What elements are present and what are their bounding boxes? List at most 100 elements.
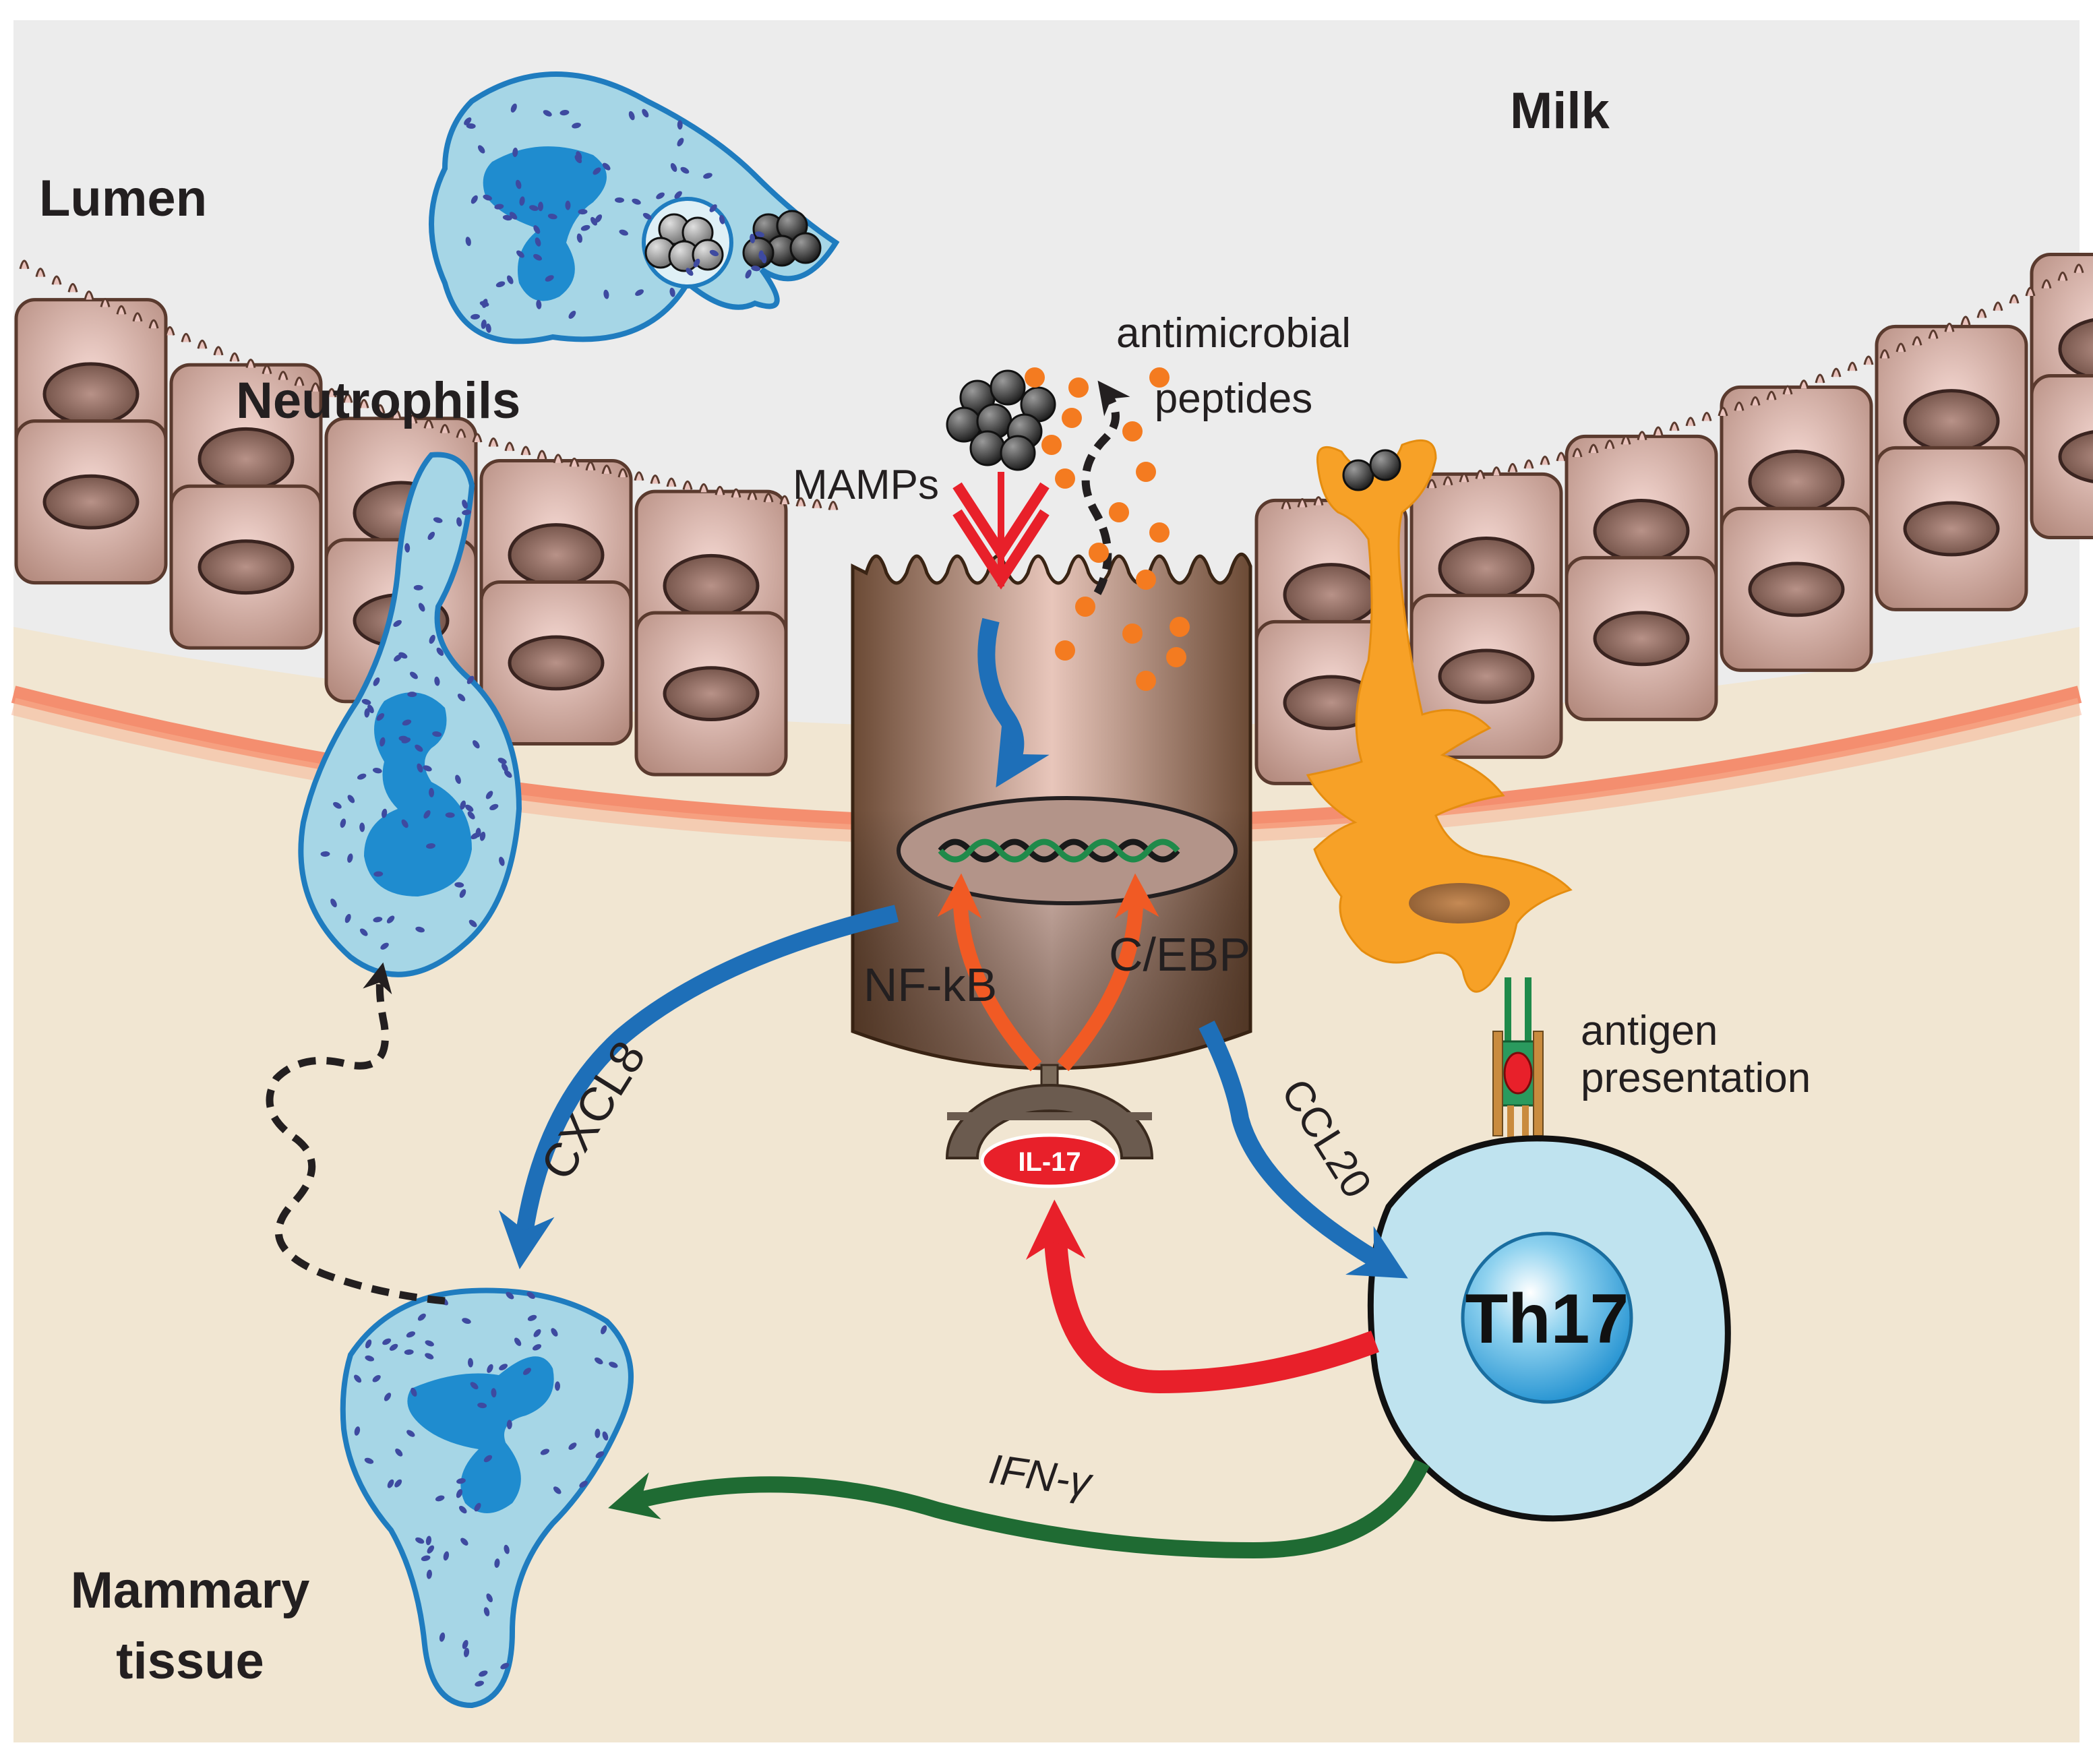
granule [601, 1325, 607, 1335]
epithelial-nucleus [508, 523, 605, 587]
granule [516, 250, 524, 258]
granule [677, 138, 684, 147]
granule [594, 1357, 603, 1365]
granule [474, 1502, 481, 1512]
peptide-dot [1170, 617, 1190, 637]
granule [384, 1393, 392, 1401]
granule [536, 299, 542, 309]
granule [466, 675, 475, 684]
granule [467, 1358, 474, 1368]
granule [462, 499, 468, 509]
granule [462, 510, 472, 516]
granule [507, 275, 514, 284]
granule [413, 584, 423, 590]
granule [483, 1455, 493, 1463]
milk-label: Milk [1510, 82, 1610, 140]
granule [495, 281, 506, 288]
peptide-dot [1025, 367, 1045, 388]
granule [432, 731, 442, 737]
granule [750, 233, 756, 243]
granule [485, 791, 493, 799]
epithelial-nucleus [1283, 563, 1380, 627]
granule [595, 1428, 601, 1438]
granule [427, 1545, 435, 1554]
signal-arrow [977, 617, 1050, 788]
granule [686, 268, 694, 276]
bacterium [742, 237, 775, 269]
peptide-dot [1055, 468, 1075, 489]
granule [537, 202, 543, 212]
granule [455, 774, 461, 784]
granule [527, 1314, 537, 1321]
granule [553, 1486, 562, 1494]
granule [501, 763, 508, 772]
granule [354, 1374, 362, 1383]
peptide-dot [1136, 570, 1156, 590]
granule [514, 1337, 522, 1346]
granule [632, 198, 641, 205]
migration-path [266, 962, 446, 1305]
granule [479, 1670, 488, 1677]
epithelial-layer [14, 253, 2093, 785]
granule [410, 671, 418, 679]
granule [458, 1505, 467, 1514]
neutrophil-granules [320, 103, 767, 1687]
phagocytosed-bacteria [644, 213, 724, 272]
granule [407, 692, 417, 698]
mammary-tissue-label-line1: Mammary [71, 1562, 310, 1619]
granule [367, 704, 374, 714]
epithelial-nucleus [1748, 561, 1845, 617]
epithelial-nucleus [1438, 537, 1535, 601]
granule [578, 209, 588, 215]
mammary-tissue-label-line2: tissue [116, 1633, 264, 1690]
antimicrobial-peptides-dots [1025, 367, 1190, 691]
granule [485, 323, 491, 333]
granule [471, 313, 481, 320]
granule [364, 708, 370, 718]
nfkb-arrow [937, 873, 1042, 1072]
granule [709, 204, 717, 212]
granule [475, 1680, 484, 1687]
granule [603, 289, 609, 299]
granule [365, 1355, 375, 1362]
granule [389, 1343, 398, 1351]
peptide-dot [1149, 522, 1170, 543]
bacterium [990, 369, 1026, 406]
bacterium [1000, 435, 1036, 471]
granule [491, 1388, 497, 1398]
cebp-label: C/EBP [1109, 928, 1250, 981]
granule [502, 214, 512, 221]
bacterium [969, 430, 1006, 466]
mhc-tcr-complex [1492, 977, 1544, 1139]
granule [642, 212, 652, 220]
granule [398, 735, 408, 741]
peptide-dot [1136, 462, 1156, 482]
granule [382, 808, 388, 818]
granule [462, 1318, 471, 1325]
epithelial-nucleus [663, 666, 760, 722]
granule [545, 275, 554, 282]
granule [415, 744, 423, 752]
granule [656, 192, 665, 200]
granule [372, 1374, 381, 1382]
granule [628, 111, 635, 121]
peptide-dot [1122, 624, 1143, 644]
granule [595, 214, 603, 223]
antimicrobial-label-line1: antimicrobial [1116, 310, 1351, 357]
il17-molecule [980, 1133, 1119, 1188]
granule [532, 1344, 542, 1351]
cebp-arrow [1057, 873, 1159, 1072]
granule [593, 167, 601, 175]
granule [359, 928, 368, 936]
bacterium [692, 239, 724, 271]
nfkb-label: NF-kB [863, 959, 997, 1011]
granule [670, 162, 677, 172]
granule [387, 1479, 394, 1488]
granule [386, 915, 395, 923]
granule [425, 1340, 434, 1347]
th17-cell: Th17 [1367, 1135, 1731, 1522]
epithelial-nucleus [1438, 648, 1535, 704]
granule [423, 765, 432, 772]
granule [572, 123, 581, 129]
peptide-dot [1062, 408, 1082, 428]
